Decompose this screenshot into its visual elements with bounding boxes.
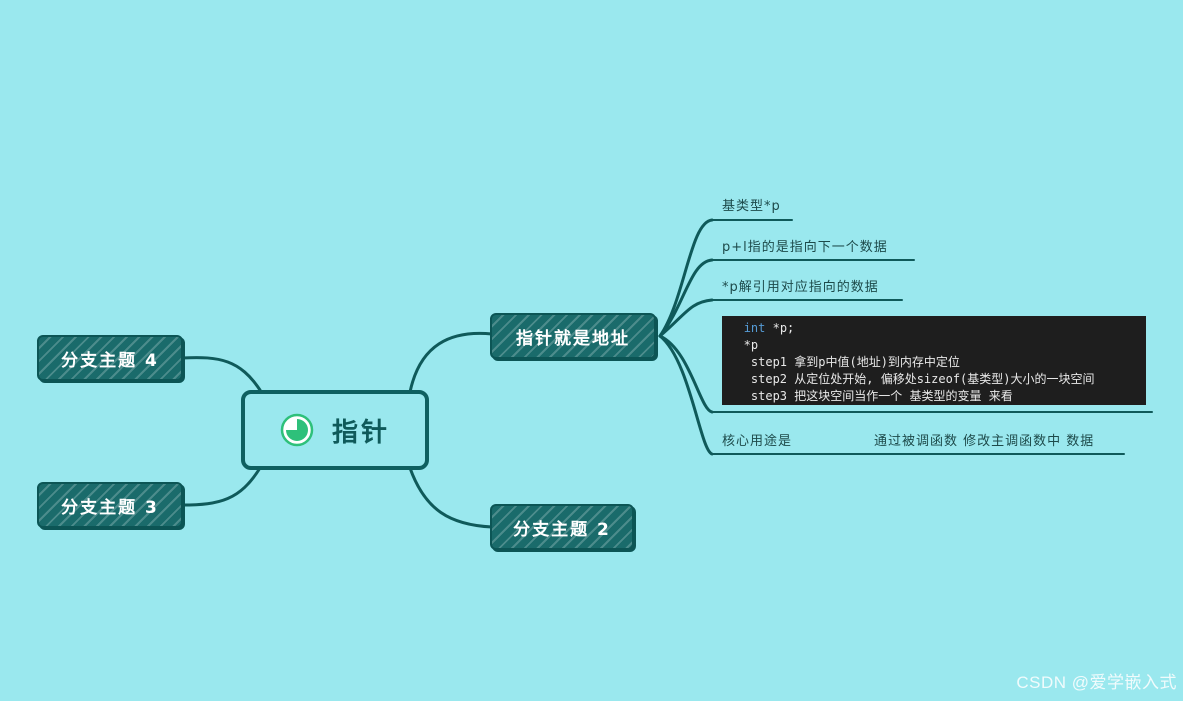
code-snippet[interactable]: int *p; *p step1 拿到p中值(地址)到内存中定位 step2 从…: [722, 316, 1146, 405]
watermark: CSDN @爱学嵌入式: [1016, 673, 1177, 692]
progress-pie-icon: [280, 413, 314, 447]
branch-label: 分支主题 4: [61, 350, 159, 371]
branch-topic-2[interactable]: 分支主题 2: [490, 504, 634, 550]
branch-topic-3[interactable]: 分支主题 3: [37, 482, 183, 528]
connector-main: [408, 331, 494, 394]
branch-label: 分支主题 3: [61, 497, 159, 518]
leaf-base-type[interactable]: 基类型*p: [722, 199, 781, 214]
branch-label: 分支主题 2: [513, 519, 611, 540]
code-line-2: *p: [722, 338, 759, 352]
code-line-4: step2 从定位处开始, 偏移处sizeof(基类型)大小的一块空间: [722, 372, 1095, 386]
code-keyword: int: [743, 321, 766, 335]
connector-b2: [408, 466, 494, 529]
code-text: *p;: [765, 321, 795, 335]
connector-leaf3: [658, 298, 714, 338]
leaf-core-usage-value[interactable]: 通过被调函数 修改主调函数中 数据: [874, 434, 1095, 449]
connector-b3: [180, 466, 262, 507]
branch-label: 指针就是地址: [516, 328, 630, 349]
central-title: 指针: [331, 417, 390, 448]
connector-leaf1: [658, 218, 714, 338]
branch-pointer-is-address[interactable]: 指针就是地址: [490, 313, 656, 359]
branch-topic-4[interactable]: 分支主题 4: [37, 335, 183, 381]
leaf-p-plus-one[interactable]: p+l指的是指向下一个数据: [722, 240, 888, 255]
leaf-core-usage[interactable]: 核心用途是: [722, 434, 793, 449]
connector-core: [658, 334, 714, 456]
connector-code: [658, 334, 714, 414]
code-line-1: int *p;: [722, 320, 1146, 337]
code-line-3: step1 拿到p中值(地址)到内存中定位: [722, 355, 960, 369]
connector-leaf2: [658, 258, 714, 338]
leaf-dereference[interactable]: *p解引用对应指向的数据: [722, 280, 879, 295]
code-line-5: step3 把这块空间当作一个 基类型的变量 来看: [722, 389, 1013, 403]
central-topic[interactable]: 指针: [241, 390, 429, 470]
connector-b4: [180, 356, 262, 392]
